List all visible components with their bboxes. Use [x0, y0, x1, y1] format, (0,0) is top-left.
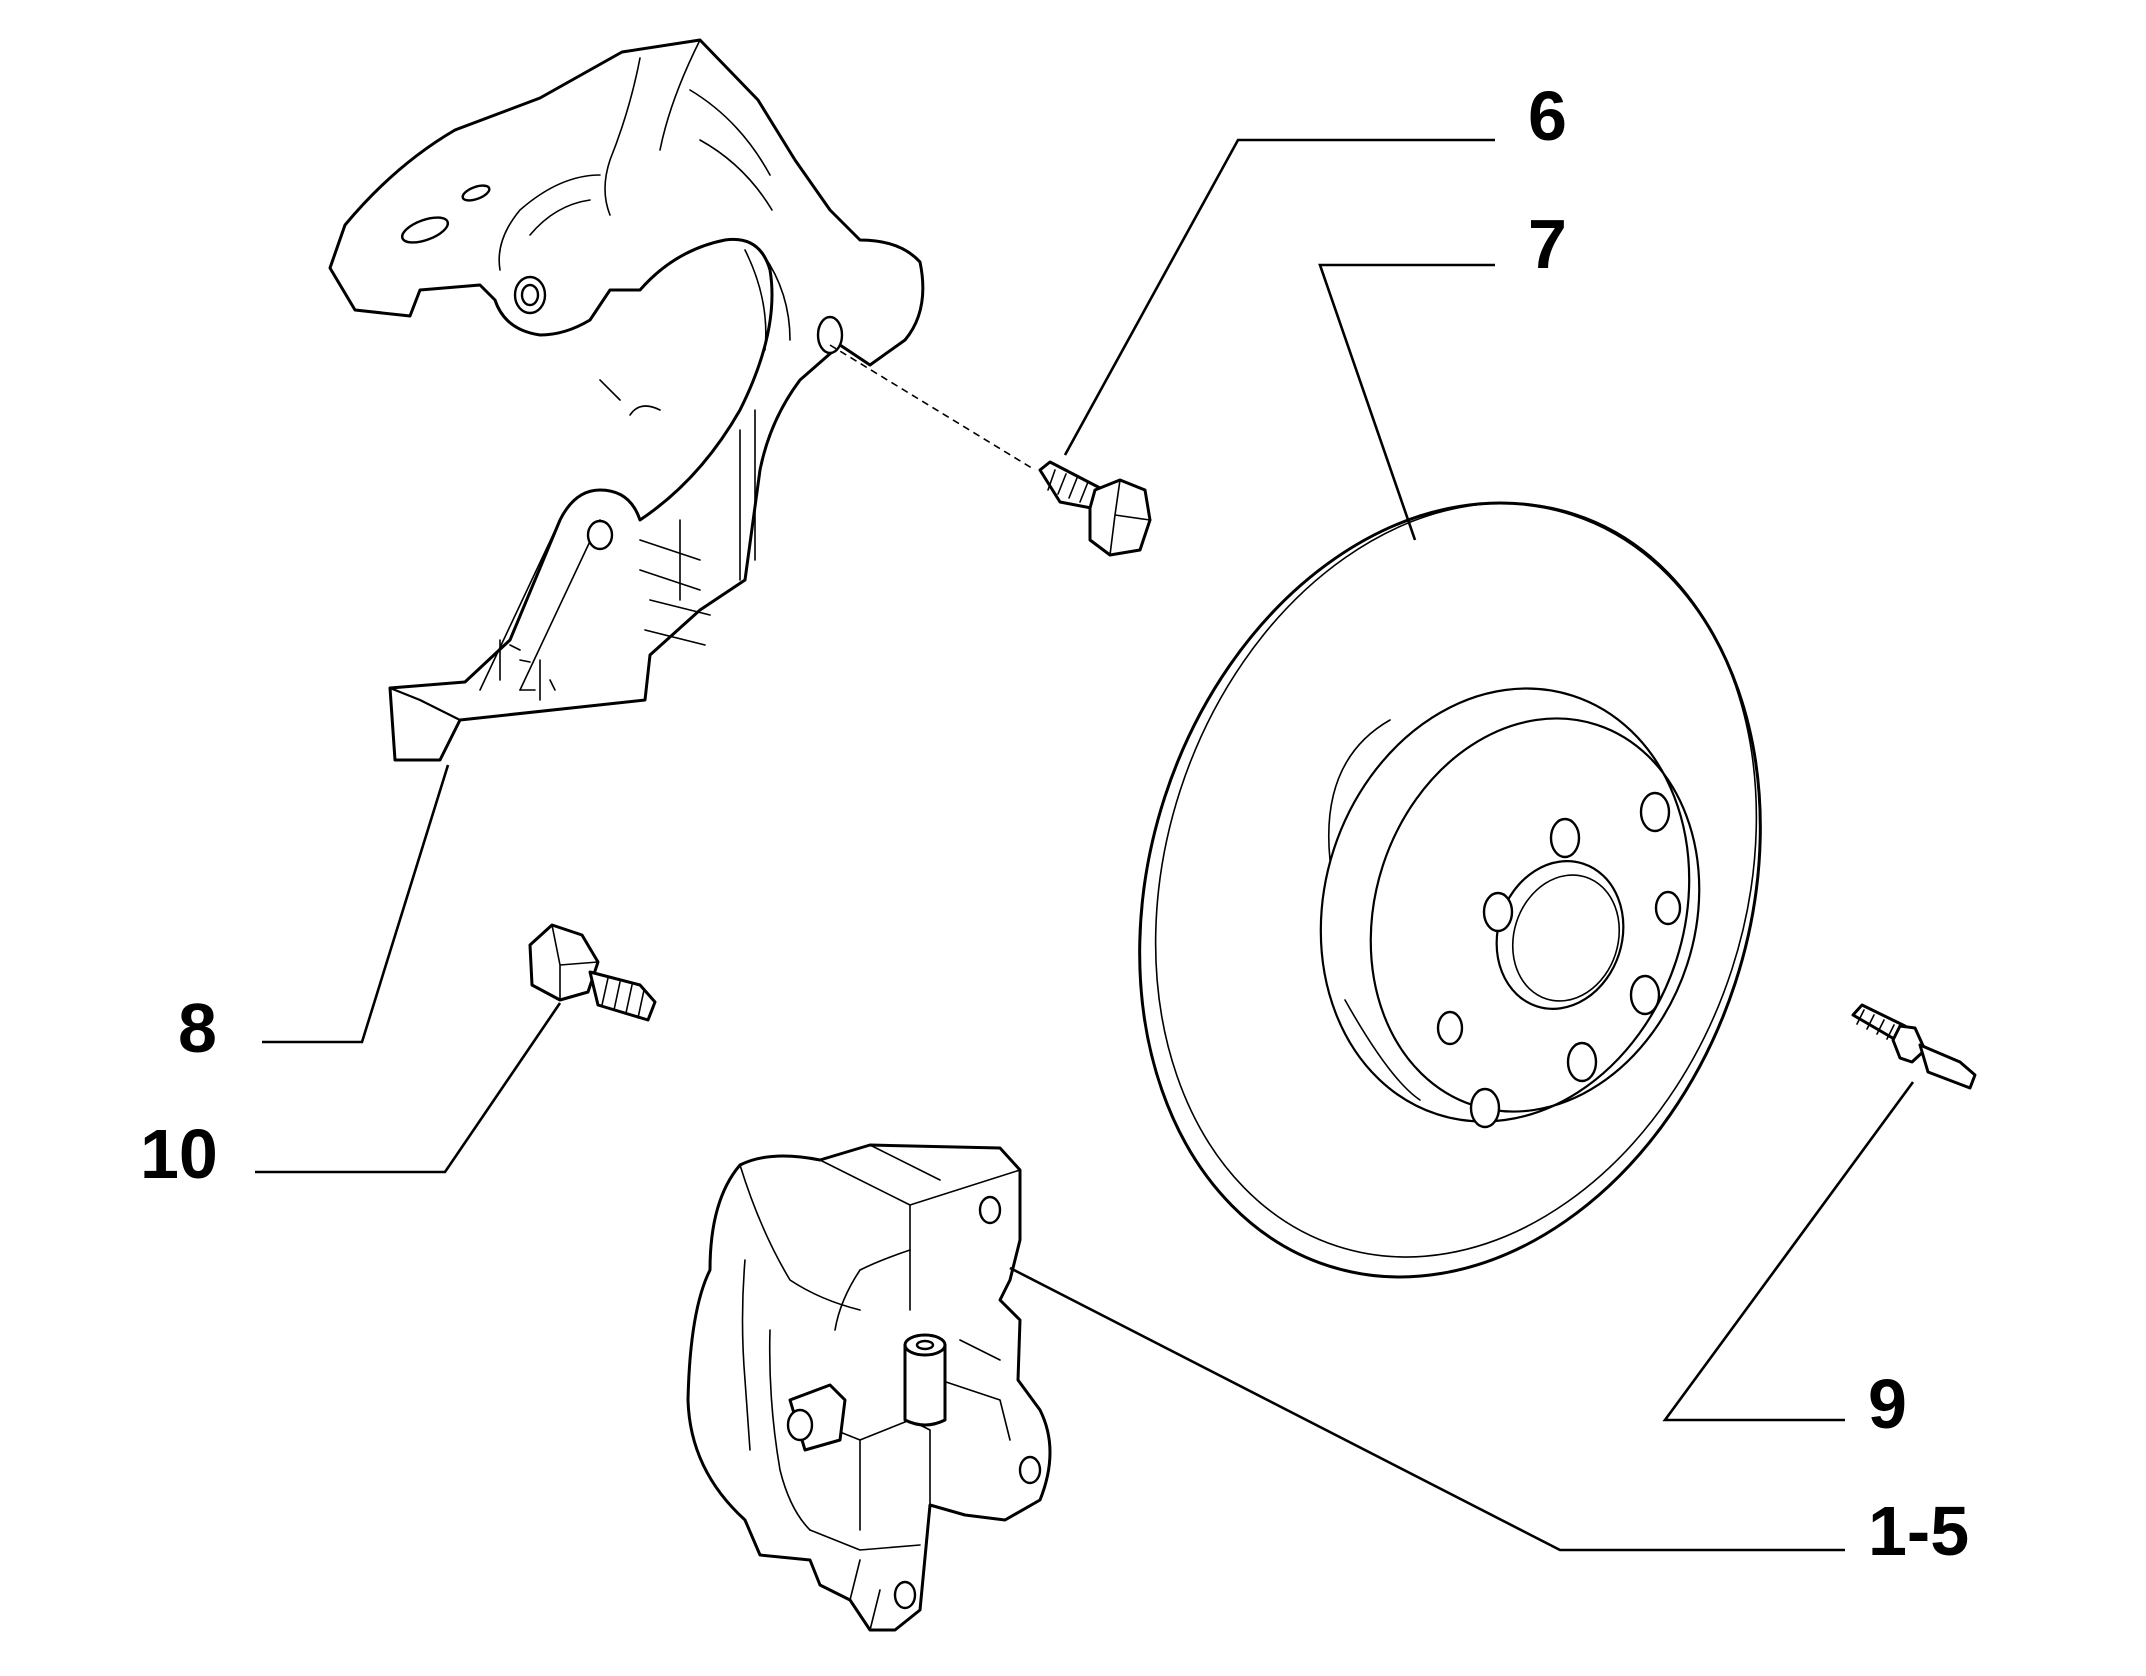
- leader-line-1-5: [1009, 1266, 1845, 1552]
- alignment-line: [829, 344, 1036, 471]
- callout-label-8: 8: [178, 989, 217, 1067]
- callout-label-9: 9: [1868, 1365, 1907, 1443]
- leader-line-6: [1063, 138, 1495, 456]
- brake-caliper: [686, 1143, 1052, 1632]
- bolt-10: [528, 923, 657, 1022]
- callout-label-7: 7: [1528, 205, 1567, 283]
- bolt-6: [1038, 460, 1152, 557]
- leader-line-7: [1318, 263, 1495, 541]
- callout-label-6: 6: [1528, 77, 1567, 155]
- dust-shield: [328, 38, 925, 762]
- leader-line-10: [255, 1002, 562, 1174]
- leader-line-8: [262, 764, 450, 1044]
- stud-9: [1851, 1003, 1977, 1090]
- callout-label-1-5: 1-5: [1868, 1492, 1969, 1570]
- callout-label-10: 10: [140, 1115, 218, 1193]
- brake-disc: [1138, 501, 1762, 1279]
- leader-line-9: [1662, 1081, 1915, 1422]
